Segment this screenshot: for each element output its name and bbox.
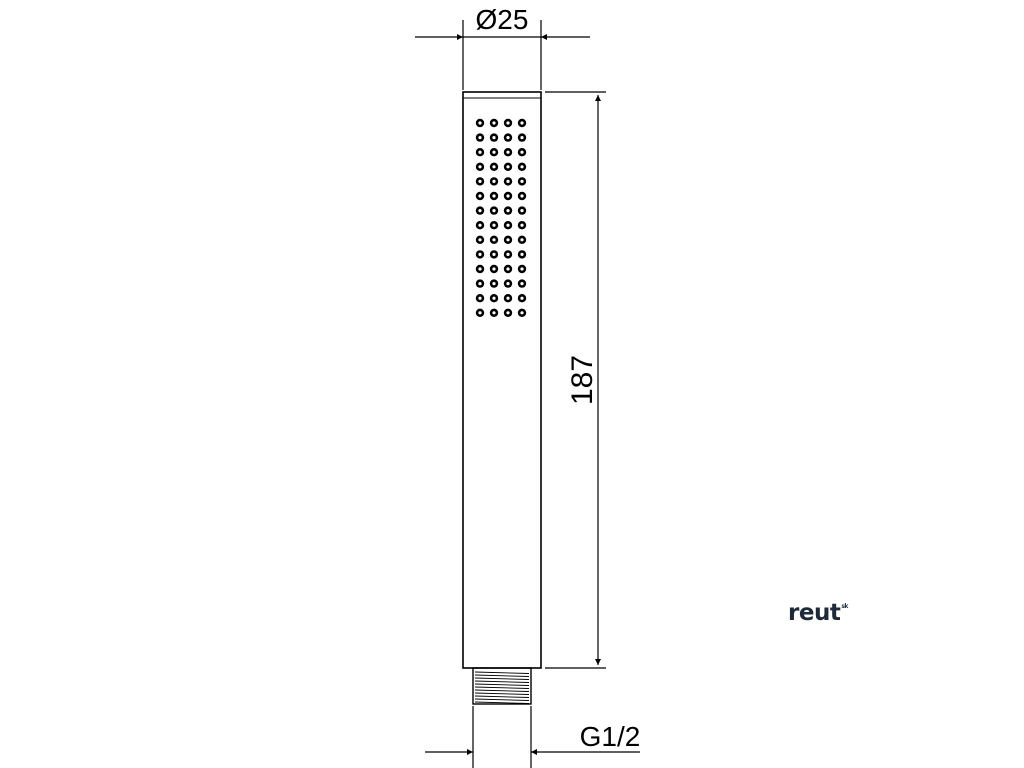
- nozzle-hole: [520, 150, 524, 154]
- thread-ridge: [474, 683, 530, 686]
- nozzle-hole: [520, 209, 524, 213]
- nozzle-hole: [506, 311, 510, 315]
- nozzle-hole: [506, 267, 510, 271]
- diameter-dimension: [415, 20, 590, 90]
- nozzle-hole: [520, 252, 524, 256]
- nozzle-hole: [492, 311, 496, 315]
- nozzle-hole: [492, 150, 496, 154]
- thread-ridge: [474, 695, 530, 698]
- nozzle-hole: [506, 165, 510, 169]
- nozzle-hole: [520, 194, 524, 198]
- logo-superscript: sk: [841, 603, 848, 610]
- nozzle-hole: [492, 121, 496, 125]
- nozzle-hole: [520, 282, 524, 286]
- thread-ridge: [474, 701, 530, 704]
- nozzle-hole: [520, 136, 524, 140]
- nozzle-hole: [506, 252, 510, 256]
- logo-text: reut: [788, 600, 841, 626]
- nozzle-hole: [492, 209, 496, 213]
- nozzle-hole: [506, 136, 510, 140]
- thread-connector: [472, 667, 532, 705]
- thread-outline: [472, 667, 532, 705]
- nozzle-hole: [492, 165, 496, 169]
- thread-ridge: [474, 671, 530, 674]
- nozzle-hole: [520, 267, 524, 271]
- nozzle-hole: [492, 252, 496, 256]
- nozzle-hole: [478, 311, 482, 315]
- nozzle-hole: [492, 194, 496, 198]
- nozzle-hole: [478, 121, 482, 125]
- nozzle-hole: [492, 267, 496, 271]
- thread-ridge: [474, 689, 530, 692]
- nozzle-hole: [506, 296, 510, 300]
- nozzle-hole: [492, 136, 496, 140]
- nozzle-hole: [506, 150, 510, 154]
- nozzle-hole: [520, 121, 524, 125]
- nozzle-hole: [506, 223, 510, 227]
- nozzle-hole: [520, 179, 524, 183]
- nozzle-hole: [478, 165, 482, 169]
- thread-ridge: [474, 692, 530, 695]
- nozzle-hole: [478, 223, 482, 227]
- nozzle-hole: [520, 296, 524, 300]
- nozzle-hole: [478, 209, 482, 213]
- nozzle-hole: [478, 194, 482, 198]
- nozzle-hole: [506, 209, 510, 213]
- thread-ridge: [474, 674, 530, 677]
- nozzle-hole: [478, 282, 482, 286]
- brand-logo: reutsk: [788, 600, 848, 626]
- nozzle-hole: [478, 136, 482, 140]
- thread-ridge: [474, 686, 530, 689]
- thread-label: G1/2: [580, 721, 641, 752]
- handle-body: [462, 91, 542, 669]
- nozzle-hole: [478, 179, 482, 183]
- diameter-label: Ø25: [476, 4, 529, 35]
- nozzle-hole: [492, 296, 496, 300]
- nozzle-hole: [520, 223, 524, 227]
- nozzle-hole: [478, 296, 482, 300]
- nozzle-hole: [492, 179, 496, 183]
- nozzle-hole: [492, 223, 496, 227]
- nozzle-hole: [506, 121, 510, 125]
- nozzle-hole: [506, 194, 510, 198]
- nozzle-hole: [506, 282, 510, 286]
- nozzle-hole: [478, 150, 482, 154]
- nozzle-grid: [475, 118, 527, 317]
- nozzle-hole: [506, 238, 510, 242]
- thread-ridge: [474, 698, 530, 701]
- nozzle-hole: [520, 238, 524, 242]
- thread-ridge: [474, 677, 530, 680]
- length-dimension: [545, 91, 606, 669]
- length-label: 187: [566, 355, 599, 405]
- shower-handle: [462, 91, 542, 669]
- thread-dimension: [425, 706, 640, 768]
- nozzle-hole: [492, 282, 496, 286]
- nozzle-hole: [492, 238, 496, 242]
- nozzle-hole: [478, 252, 482, 256]
- nozzle-hole: [520, 165, 524, 169]
- thread-ridge: [474, 680, 530, 683]
- nozzle-hole: [478, 267, 482, 271]
- nozzle-hole: [520, 311, 524, 315]
- nozzle-hole: [478, 238, 482, 242]
- nozzle-hole: [506, 179, 510, 183]
